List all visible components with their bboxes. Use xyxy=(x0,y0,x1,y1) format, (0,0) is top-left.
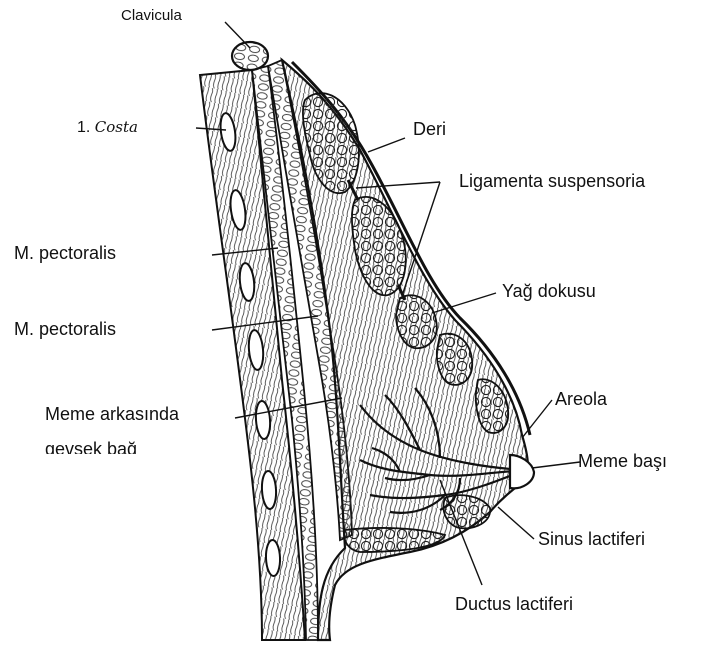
label-costa-number: 1. xyxy=(77,119,90,136)
label-ligamenta-suspensoria: Ligamenta suspensoria xyxy=(459,172,645,190)
label-ductus-lactiferi: Ductus lactiferi xyxy=(455,595,573,613)
label-areola: Areola xyxy=(555,390,607,408)
label-meme-arkasinda: Meme arkasında xyxy=(45,405,179,423)
label-costa: 1. Costa xyxy=(77,120,138,136)
label-m-pectoralis-minor: M. pectoralis xyxy=(14,320,116,338)
label-clavicula: Clavicula xyxy=(121,8,182,23)
label-meme-basi: Meme başı xyxy=(578,452,667,470)
label-gevsek-bag: gevsek bağ xyxy=(45,440,137,454)
label-deri: Deri xyxy=(413,120,446,138)
label-m-pectoralis-major: M. pectoralis xyxy=(14,244,116,262)
label-sinus-lactiferi: Sinus lactiferi xyxy=(538,530,645,548)
label-yag-dokusu: Yağ dokusu xyxy=(502,282,596,300)
label-costa-word: Costa xyxy=(95,118,138,136)
nipple xyxy=(510,455,534,488)
clavicle xyxy=(232,42,268,70)
